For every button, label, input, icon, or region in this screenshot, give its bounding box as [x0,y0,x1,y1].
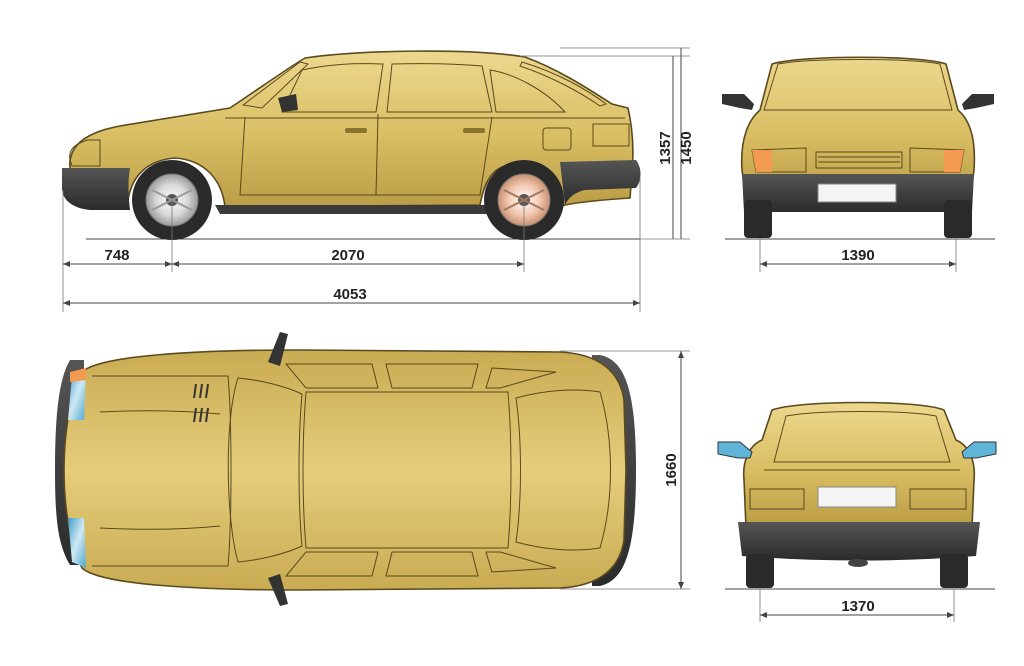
top-right-mirror-icon [268,574,288,606]
side-front-window [281,63,384,113]
top-front-left-indicator [70,368,86,382]
front-right-indicator [944,150,964,172]
rear-right-mirror-icon [961,441,997,459]
front-left-indicator [752,150,772,172]
rear-license-plate [817,486,897,508]
top-right-rear-window [385,551,479,577]
top-left-front-window [284,363,379,389]
front-windshield [763,59,953,111]
front-right-tyre [944,200,972,238]
front-license-plate [817,183,897,203]
side-rear-window [386,63,493,113]
side-front-bumper [62,168,130,210]
rear-left-mirror-icon [717,441,753,459]
rear-right-tail-light [909,488,967,510]
top-rear-window [515,389,611,551]
side-view: 748 2070 4053 1357 1450 [62,47,695,312]
rear-left-tail-light [749,488,805,510]
side-tail-light [592,123,630,147]
front-view: 1390 [722,56,995,272]
top-front-left-light [68,370,86,420]
top-windshield [227,377,303,563]
top-view: 1660 [55,332,690,606]
rear-body [742,401,976,529]
side-mirror-icon [278,94,298,112]
wheelbase-label: 2070 [331,247,364,264]
front-door-handle [345,128,367,133]
exhaust-icon [848,559,868,567]
front-overhang-label: 748 [104,247,129,264]
fuel-flap [542,127,572,151]
top-left-mirror-icon [268,332,288,366]
door-split-line [375,113,379,196]
hood-vents-icon [193,383,209,423]
overall-width-label: 1660 [663,453,680,486]
rear-door-handle [463,128,485,133]
top-right-quarter-window [485,551,557,573]
front-right-mirror-icon [962,94,994,110]
hood-outline [92,375,232,567]
side-windshield [241,61,310,109]
side-quarter-window [489,69,567,113]
door-lines [239,116,493,196]
side-rear-bumper [560,160,641,205]
overall-length-label: 4053 [333,286,366,303]
rear-track-label: 1370 [841,598,874,615]
height-total-label: 1450 [678,131,695,164]
height-body-label: 1357 [657,131,674,164]
side-sill [215,205,490,214]
rear-left-tyre [746,554,774,588]
rear-window [773,411,951,463]
top-left-quarter-window [485,367,557,389]
top-left-rear-window [385,363,479,389]
top-right-front-window [284,551,379,577]
front-track-label: 1390 [841,247,874,264]
top-front-right-light [68,518,86,568]
rear-right-tyre [940,554,968,588]
side-front-indicator [69,139,101,167]
rear-view: 1370 [717,401,997,622]
top-body [63,349,627,591]
front-grille [815,151,903,169]
top-roof [302,391,512,549]
side-hatch-glass [519,61,608,107]
front-body [740,56,976,201]
rear-bumper [738,522,980,561]
front-left-tyre [744,200,772,238]
front-left-mirror-icon [722,94,754,110]
